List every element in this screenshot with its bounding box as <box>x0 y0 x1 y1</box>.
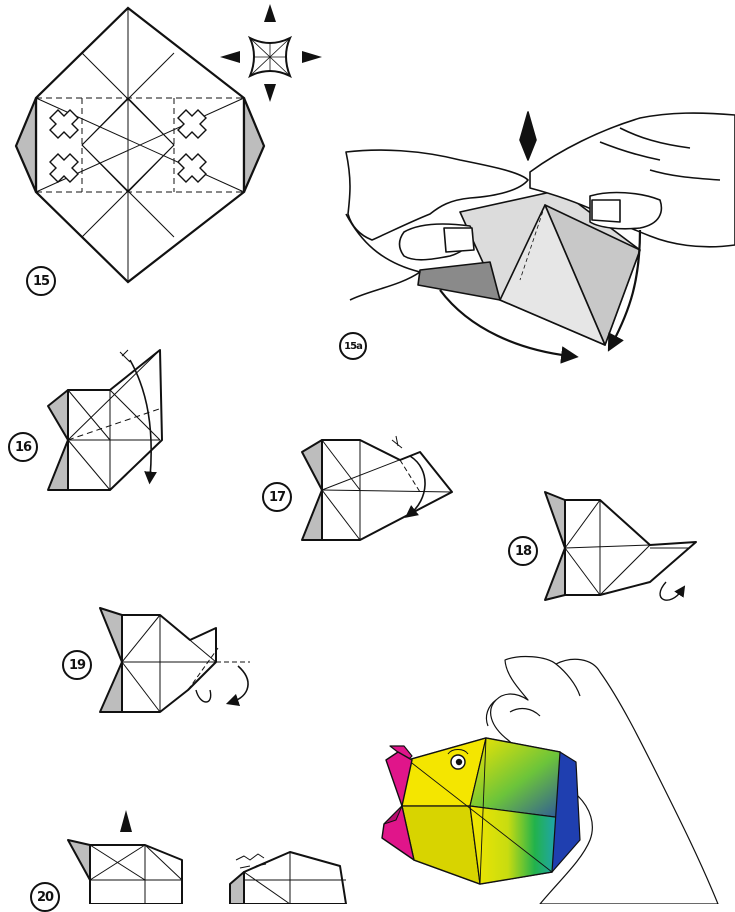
arrow-down-icon <box>264 4 276 22</box>
arrow-right-icon <box>220 51 240 63</box>
step-20-diagram <box>67 810 347 904</box>
step-18-diagram <box>544 491 697 601</box>
step-16-diagram <box>47 349 163 491</box>
push-inward-symbol <box>220 4 322 102</box>
arrow-left-icon <box>302 51 322 63</box>
pleat-cross-icon <box>177 109 207 139</box>
finished-fish-illustration <box>381 655 719 904</box>
pleat-cross-icon <box>49 153 79 183</box>
step-15a-label: 15a <box>339 332 367 360</box>
arrow-up-icon <box>264 84 276 102</box>
pleat-cross-icon <box>177 153 207 183</box>
step-15a-hands-diagram <box>345 111 735 364</box>
step-19-diagram <box>99 607 250 713</box>
step-15-label: 15 <box>26 266 56 296</box>
step-15-diagram <box>14 6 266 284</box>
pleat-cross-icon <box>49 109 79 139</box>
step-19-label: 19 <box>62 650 92 680</box>
arrow-down-icon <box>120 810 132 832</box>
step-16-label: 16 <box>8 432 38 462</box>
step-17-diagram <box>301 435 453 541</box>
step-17-label: 17 <box>262 482 292 512</box>
step-20-label: 20 <box>30 882 60 912</box>
step-18-label: 18 <box>508 536 538 566</box>
